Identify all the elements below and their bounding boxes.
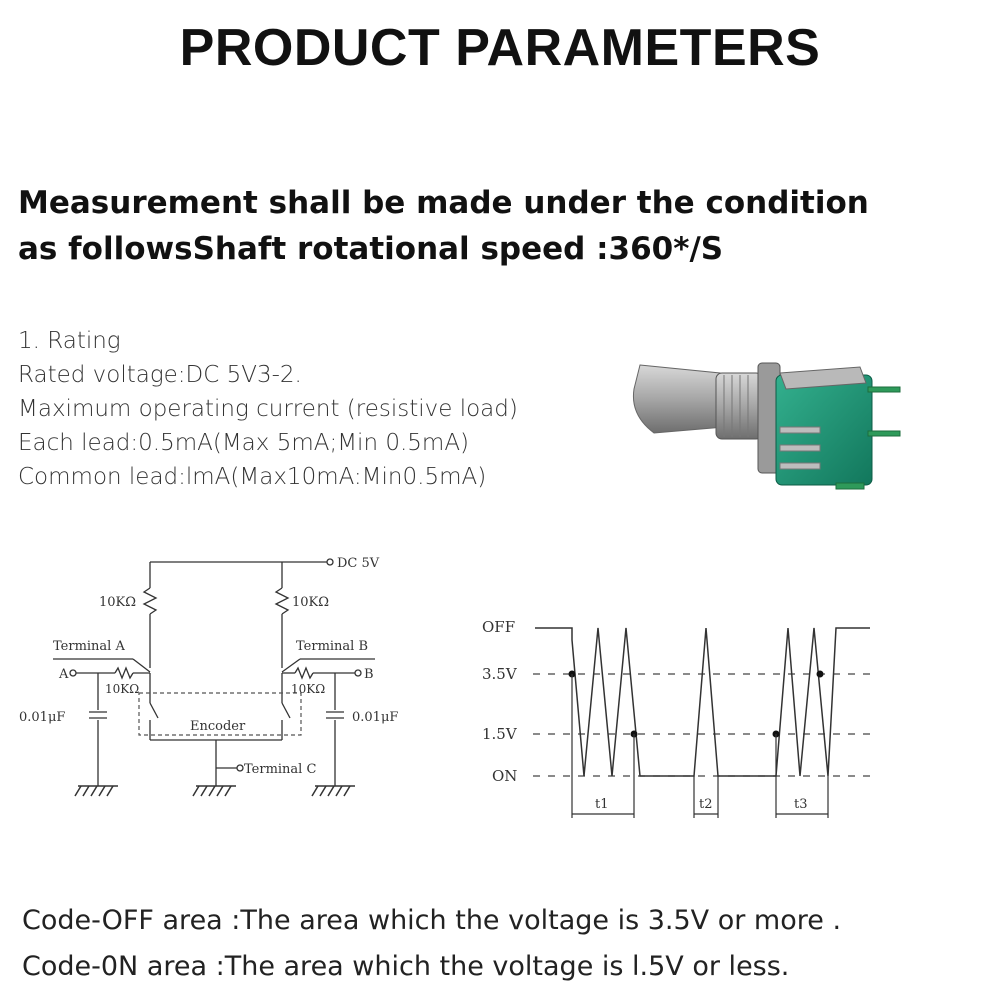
code-off-note: Code-OFF area :The area which the voltag… (22, 905, 842, 936)
rating-heading: 1. Rating (18, 328, 121, 354)
test-circuit-diagram: DC 5V 10KΩ 10KΩ Terminal A Terminal B A … (19, 556, 398, 797)
condition-line-2: as followsShaft rotational speed :360*/S (18, 231, 724, 267)
measurement-condition: Measurement shall be made under the cond… (18, 180, 978, 272)
terminal-a-label: Terminal A (53, 639, 125, 654)
cap-right-label: 0.01μF (352, 710, 398, 725)
low-threshold-label: 1.5V (482, 725, 518, 743)
rated-voltage: Rated voltage:DC 5V3-2. (18, 362, 302, 388)
code-on-note: Code-0N area :The area which the voltage… (22, 951, 790, 982)
terminal-c-label: Terminal C (244, 762, 316, 777)
pullup-right-label: 10KΩ (292, 595, 329, 610)
rotary-encoder-image (632, 362, 901, 490)
condition-line-1: Measurement shall be made under the cond… (18, 185, 869, 221)
node-a-label: A (58, 667, 69, 682)
supply-label: DC 5V (337, 556, 380, 571)
page-title: PRODUCT PARAMETERS (179, 19, 821, 77)
cap-left-label: 0.01μF (19, 710, 65, 725)
t3-label: t3 (794, 797, 808, 812)
high-threshold-label: 3.5V (482, 665, 518, 683)
node-b-label: B (364, 667, 374, 682)
each-lead: Each lead:0.5mA(Max 5mA;Min 0.5mA) (18, 430, 470, 456)
t2-label: t2 (699, 797, 713, 812)
t1-label: t1 (595, 797, 609, 812)
max-current: Maximum operating current (resistive loa… (18, 396, 518, 422)
pullup-left-label: 10KΩ (99, 595, 136, 610)
off-level-label: OFF (482, 618, 515, 636)
encoder-label: Encoder (190, 719, 246, 734)
output-waveform-diagram: OFF 3.5V 1.5V ON t1 t2 t3 (482, 618, 870, 818)
code-area-notes: Code-OFF area :The area which the voltag… (22, 898, 841, 990)
series-left-label: 10KΩ (105, 682, 139, 696)
common-lead: Common lead:lmA(Max10mA:Min0.5mA) (18, 464, 487, 490)
terminal-b-label: Terminal B (296, 639, 368, 654)
series-right-label: 10KΩ (291, 682, 325, 696)
rating-specs: 1. Rating Rated voltage:DC 5V3-2. Maximu… (18, 324, 518, 494)
on-level-label: ON (492, 767, 517, 785)
